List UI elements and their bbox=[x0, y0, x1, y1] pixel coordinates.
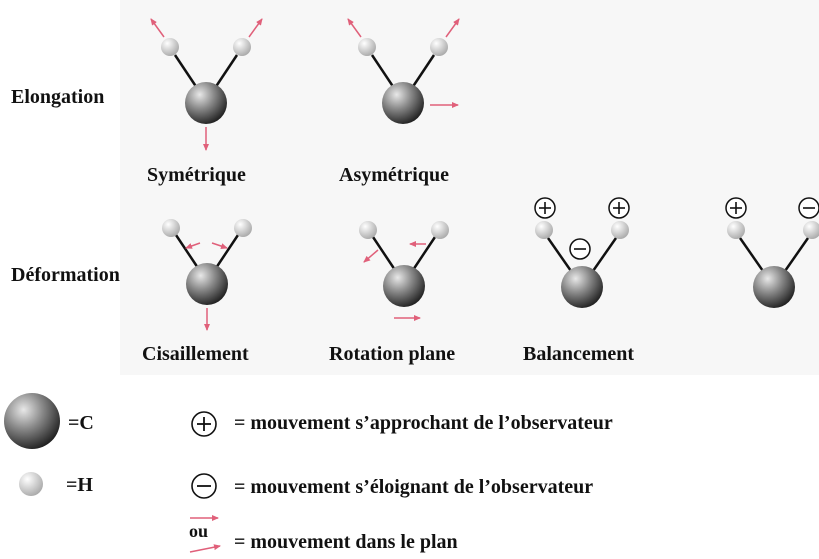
motion-arrow bbox=[150, 18, 165, 38]
motion-arrow bbox=[347, 18, 362, 38]
plus-symbol-icon bbox=[534, 197, 556, 219]
legend-minus-icon bbox=[191, 473, 217, 499]
carbon-atom bbox=[753, 266, 795, 308]
plus-symbol-icon bbox=[608, 197, 630, 219]
legend-plus-text: = mouvement s’approchant de l’observateu… bbox=[234, 412, 613, 434]
row-label-deformation: Déformation bbox=[11, 264, 120, 286]
legend-carbon-atom-icon bbox=[4, 393, 60, 449]
hydrogen-atom bbox=[727, 221, 745, 239]
legend-carbon-label: =C bbox=[68, 412, 94, 434]
hydrogen-atom bbox=[359, 221, 377, 239]
hydrogen-atom bbox=[431, 221, 449, 239]
hydrogen-atom bbox=[803, 221, 819, 239]
hydrogen-atom bbox=[535, 221, 553, 239]
legend-arrow-icon bbox=[189, 544, 221, 553]
hydrogen-atom bbox=[162, 219, 180, 237]
motion-arrow bbox=[363, 249, 379, 263]
caption-symetrique: Symétrique bbox=[147, 164, 246, 186]
legend-hydrogen-label: =H bbox=[66, 474, 93, 496]
molecule-rotation-plane bbox=[359, 221, 449, 321]
carbon-atom bbox=[185, 82, 227, 124]
hydrogen-atom bbox=[611, 221, 629, 239]
hydrogen-atom bbox=[358, 38, 376, 56]
carbon-atom bbox=[383, 265, 425, 307]
legend-in-plane-text: = mouvement dans le plan bbox=[234, 531, 458, 553]
hydrogen-atom bbox=[233, 38, 251, 56]
carbon-atom bbox=[561, 266, 603, 308]
hydrogen-atom bbox=[430, 38, 448, 56]
minus-symbol-icon bbox=[569, 238, 591, 260]
hydrogen-atom bbox=[161, 38, 179, 56]
motion-arrow bbox=[248, 18, 263, 38]
molecule-balancement bbox=[534, 197, 630, 308]
motion-arrow bbox=[211, 242, 228, 249]
legend-ou-text: ou bbox=[189, 521, 209, 541]
molecule-torsion bbox=[725, 197, 819, 308]
motion-arrow bbox=[185, 242, 201, 249]
molecule-asymetrique bbox=[347, 18, 460, 124]
legend-minus-text: = mouvement s’éloignant de l’observateur bbox=[234, 476, 594, 498]
molecule-symetrique bbox=[150, 18, 263, 151]
carbon-atom bbox=[186, 263, 228, 305]
hydrogen-atom bbox=[234, 219, 252, 237]
legend-hydrogen-atom-icon bbox=[19, 472, 43, 496]
carbon-atom bbox=[382, 82, 424, 124]
legend-plus-icon bbox=[191, 411, 217, 437]
caption-cisaillement: Cisaillement bbox=[142, 343, 249, 365]
minus-symbol-icon bbox=[798, 197, 819, 219]
plus-symbol-icon bbox=[725, 197, 747, 219]
caption-rotation-plane: Rotation plane bbox=[329, 343, 456, 365]
molecule-cisaillement bbox=[162, 219, 252, 331]
caption-balancement: Balancement bbox=[523, 343, 635, 365]
caption-asymetrique: Asymétrique bbox=[339, 164, 449, 186]
motion-arrow bbox=[445, 18, 460, 38]
row-label-elongation: Elongation bbox=[11, 86, 105, 108]
diagram-background-panel bbox=[120, 0, 819, 375]
